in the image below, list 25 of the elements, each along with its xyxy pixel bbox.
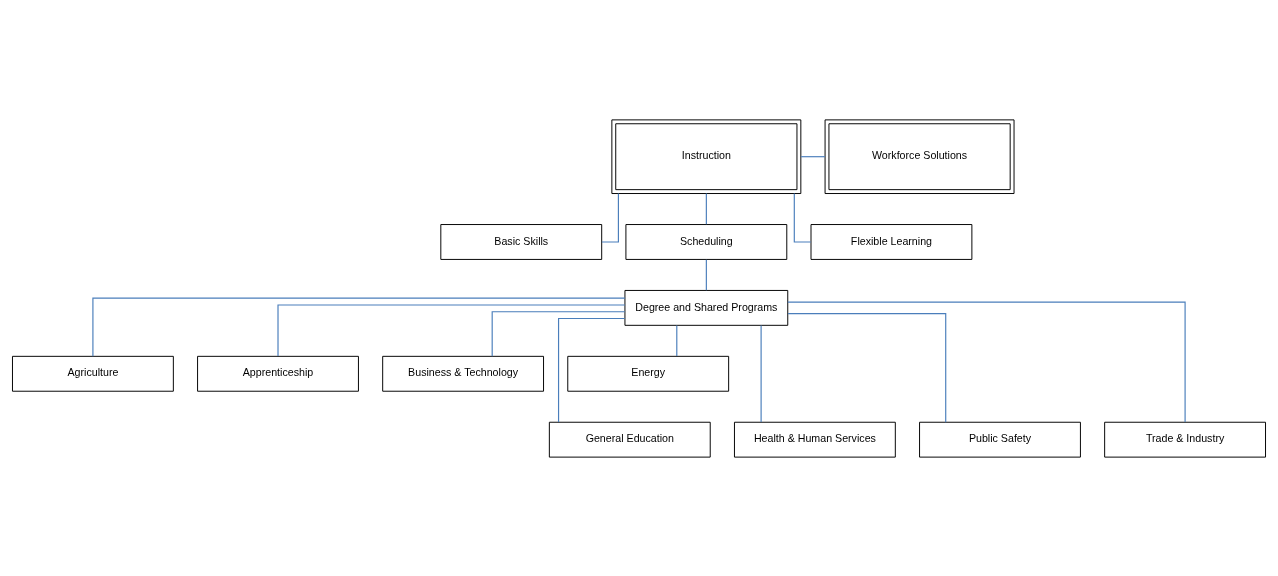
- connector: [491, 310, 626, 357]
- node-box: Workforce Solutions: [824, 118, 1015, 194]
- connector: [277, 303, 626, 357]
- node-box: Agriculture: [12, 355, 174, 392]
- connector: [676, 324, 678, 357]
- connector: [760, 324, 762, 423]
- node-box: Public Safety: [919, 421, 1081, 458]
- connector: [787, 312, 947, 423]
- node-box: Energy: [567, 355, 730, 392]
- connector: [705, 258, 707, 291]
- node-box: Trade & Industry: [1104, 421, 1266, 458]
- node-box: Business & Technology: [382, 355, 545, 392]
- connector: [557, 317, 626, 423]
- node-box: Instruction: [611, 118, 802, 194]
- connector: [92, 297, 626, 357]
- node-box: Basic Skills: [440, 223, 603, 260]
- node-box: Apprenticeship: [197, 355, 359, 392]
- connector: [787, 301, 1186, 423]
- node-box: Health & Human Services: [733, 421, 896, 458]
- node-box: General Education: [548, 421, 711, 458]
- node-box: Degree and Shared Programs: [624, 289, 789, 326]
- connector: [705, 192, 707, 225]
- node-box: Scheduling: [625, 223, 788, 260]
- connector: [800, 155, 826, 157]
- node-box: Flexible Learning: [810, 223, 973, 260]
